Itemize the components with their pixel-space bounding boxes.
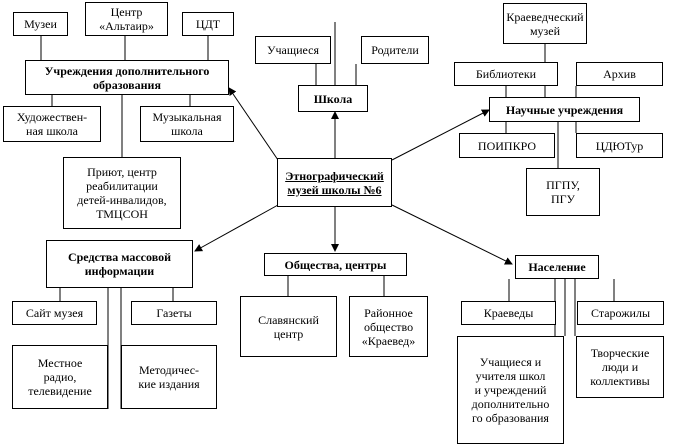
node-site: Сайт музея xyxy=(12,301,97,325)
node-kraevedy: Краеведы xyxy=(461,301,556,325)
node-cdt: ЦДТ xyxy=(182,12,234,36)
node-method: Методичес- кие издания xyxy=(121,345,217,409)
arrow-to-media xyxy=(194,204,279,252)
node-students: Учащиеся xyxy=(255,36,331,64)
node-shelter: Приют, центр реабилитации детей-инвалидо… xyxy=(63,157,181,229)
arrow-to-sci xyxy=(391,109,490,161)
node-starozhily: Старожилы xyxy=(577,301,664,325)
node-altair: Центр «Альтаир» xyxy=(85,2,168,36)
node-population: Население xyxy=(515,255,599,279)
node-radio: Местное радио, телевидение xyxy=(12,345,108,409)
node-school: Школа xyxy=(298,85,368,112)
node-music-school: Музыкальная школа xyxy=(140,106,234,142)
node-teachers: Учащиеся и учителя школ и учреждений доп… xyxy=(457,336,564,444)
node-sci: Научные учреждения xyxy=(489,97,640,122)
node-art-school: Художествен- ная школа xyxy=(3,106,101,142)
node-museums: Музеи xyxy=(13,12,68,36)
node-creative: Творческие люди и коллективы xyxy=(576,336,664,398)
node-udo: Учреждения дополнительного образования xyxy=(25,60,229,95)
node-kraeved-society: Районное общество «Краевед» xyxy=(349,296,428,357)
arrow-to-udo xyxy=(228,87,279,161)
node-newspapers: Газеты xyxy=(131,301,217,325)
node-cdyutur: ЦДЮТур xyxy=(576,133,663,158)
node-local-museum: Краеведческий музей xyxy=(503,3,587,44)
node-media: Средства массовой информации xyxy=(46,240,193,288)
arrow-to-population xyxy=(391,204,513,265)
node-archive: Архив xyxy=(576,62,663,86)
node-poipkro: ПОИПКРО xyxy=(459,133,555,158)
node-parents: Родители xyxy=(361,36,429,64)
node-libraries: Библиотеки xyxy=(454,62,558,86)
node-societies: Общества, центры xyxy=(264,253,407,276)
node-pgpu: ПГПУ, ПГУ xyxy=(526,168,600,216)
node-slavic: Славянский центр xyxy=(240,296,337,357)
center-node-label: Этнографический музей школы №6 xyxy=(285,168,384,197)
center-node: Этнографический музей школы №6 xyxy=(277,158,392,207)
